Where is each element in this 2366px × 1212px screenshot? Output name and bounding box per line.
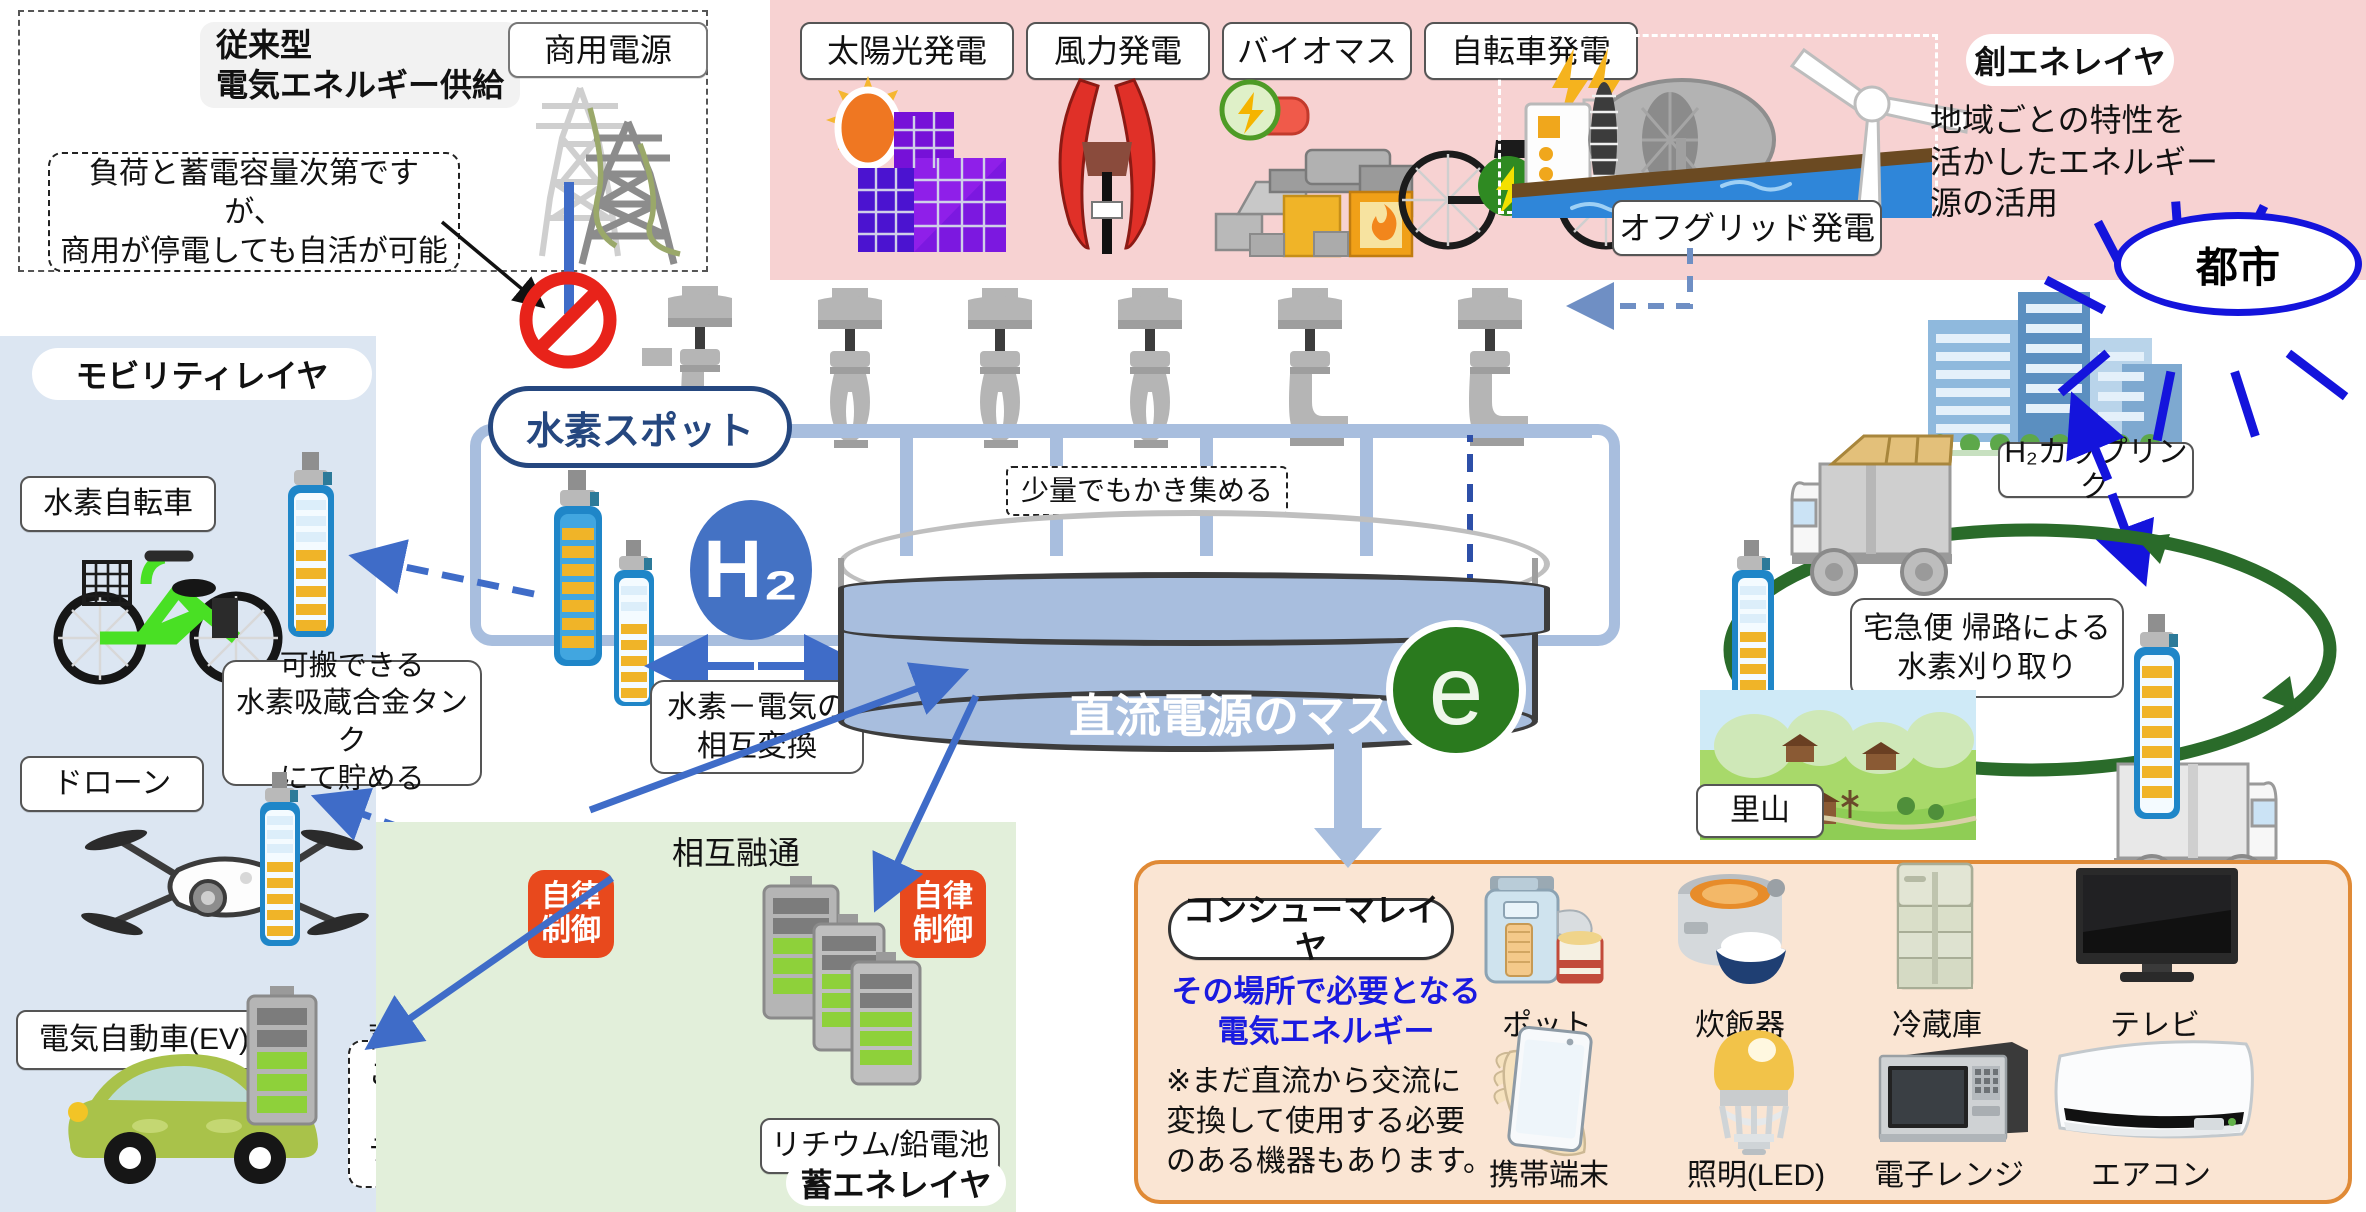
- offgrid-label: オフグリッド発電: [1612, 200, 1882, 256]
- battery-stack-icon: [762, 876, 922, 1086]
- consumer-layer-badge: コンシューマレイヤ: [1168, 892, 1454, 965]
- delivery-truck-icon: [1790, 434, 1954, 596]
- appliance-label-television: テレビ: [2110, 1009, 2200, 1042]
- television-icon: [2076, 868, 2238, 982]
- delivery-harvest-note: 宅急便 帰路による 水素刈り取り: [1850, 598, 2124, 698]
- appliance-label-air-conditioner: エアコン: [2091, 1159, 2211, 1192]
- electric-pot-icon: [1484, 876, 1604, 984]
- electron-symbol: e: [1386, 620, 1526, 760]
- offgrid-to-bus-arrow: [1566, 248, 1693, 330]
- power-pylon-icon: [536, 86, 681, 265]
- wind-turbine-icon: [1789, 47, 1970, 216]
- autonomy-badge-right: 自律 制御: [900, 870, 986, 958]
- appliance-label-smartphone: 携帯端末: [1489, 1159, 1609, 1192]
- no-entry-icon: [519, 271, 617, 369]
- storage-outflow-arrow: [364, 875, 614, 1050]
- source-label-bicycle: 自転車発電: [1424, 22, 1638, 80]
- dc-tank-label: 直流電源のマス: [1069, 690, 1391, 742]
- source-label-biomass: バイオマス: [1222, 22, 1412, 80]
- storage-inflow-arrow: [872, 694, 980, 913]
- hydrogen-cylinder-icon: [554, 470, 602, 666]
- h2-electricity-arrows: [644, 634, 868, 698]
- rice-cooker-icon: [1678, 874, 1786, 984]
- electron-symbol-text: e: [1428, 634, 1484, 745]
- microwave-icon: [1878, 1042, 2028, 1142]
- source-label-wind: 風力発電: [1026, 22, 1210, 80]
- solar-panel-icon: [826, 76, 1006, 252]
- hydrogen-bicycle-label: 水素自転車: [20, 476, 216, 532]
- outage-note: 負荷と蓄電容量次第ですが、 商用が停電しても自活が可能: [48, 152, 460, 272]
- tap-drop-1: [900, 438, 913, 556]
- commercial-power-label: 商用電源: [508, 22, 708, 78]
- air-conditioner-icon: [2054, 1040, 2254, 1139]
- h2-symbol-text: H₂: [703, 524, 799, 615]
- appliance-label-refrigerator: 冷蔵庫: [1892, 1009, 1982, 1042]
- consumer-headline: その場所で必要となる 電気エネルギー: [1171, 974, 1481, 1050]
- appliance-label-microwave: 電子レンジ: [1874, 1159, 2024, 1192]
- electric-car-label: 電気自動車(EV): [16, 1010, 272, 1070]
- storage-layer-badge: 蓄エネレイヤ: [786, 1160, 1006, 1206]
- hydrogen-bicycle-icon: [53, 550, 283, 685]
- hydrogen-cylinder-icon: [288, 452, 334, 637]
- hydrogen-spot-label: 水素スポット: [488, 386, 792, 468]
- dc-to-consumer-arrow: [1314, 740, 1382, 868]
- hydrogen-cylinder-icon: [260, 772, 300, 946]
- hydrogen-cylinder-icon: [2134, 614, 2180, 819]
- generation-layer-description: 地域ごとの特性を 活かしたエネルギー 源の活用: [1930, 102, 2219, 222]
- hydrogen-cylinder-icon: [1732, 540, 1774, 716]
- smartphone-icon: [1493, 1025, 1593, 1157]
- refrigerator-icon: [1896, 862, 1974, 990]
- outage-note-arrow: [440, 220, 546, 309]
- grid-feed-line: [564, 182, 574, 314]
- conventional-supply-title: 従来型 電気エネルギー供給: [200, 22, 520, 108]
- city-label: 都市: [2114, 212, 2362, 316]
- generation-layer-badge: 創エネレイヤ: [1966, 34, 2174, 86]
- cylinder-to-bicycle-arrow: [348, 539, 535, 598]
- satoyama-label: 里山: [1696, 784, 1824, 838]
- portable-tank-note: 可搬できる 水素吸蔵合金タンク にて貯める: [222, 650, 482, 795]
- mutual-supply-label: 相互融通: [671, 835, 800, 871]
- h2-symbol: H₂: [690, 500, 812, 640]
- drone-label: ドローン: [20, 756, 204, 812]
- cylinder-to-drone-arrow: [310, 787, 508, 870]
- led-bulb-icon: [1714, 1030, 1794, 1155]
- ev-battery-icon: [246, 986, 318, 1126]
- source-label-solar: 太陽光発電: [800, 22, 1014, 80]
- biomass-plant-icon: [1214, 79, 1414, 258]
- consumer-note: ※まだ直流から交流に 変換して使用する必要 のある機器もあります。: [1166, 1065, 1493, 1179]
- wind-turbine-vertical-icon: [1058, 78, 1156, 254]
- appliance-label-led: 照明(LED): [1686, 1159, 1826, 1192]
- collect-small-amounts-note: 少量でもかき集める: [1006, 466, 1288, 516]
- mobility-layer-badge: モビリティレイヤ: [32, 348, 372, 400]
- spot-to-storage-arrow: [588, 662, 970, 814]
